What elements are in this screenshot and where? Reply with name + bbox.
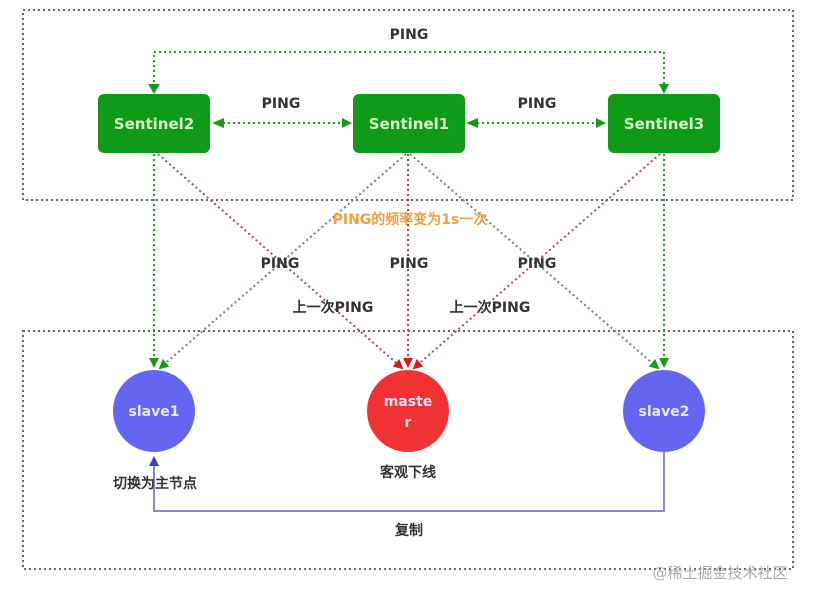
slave2-node: slave2 bbox=[623, 370, 705, 452]
ping-left-label: PING bbox=[261, 256, 300, 272]
ping-s1-s3-label: PING bbox=[518, 96, 557, 112]
ping-line-s2-master bbox=[157, 153, 404, 370]
sentinel3-node: Sentinel3 bbox=[608, 94, 720, 153]
ping-arrow-s2-left bbox=[212, 118, 224, 128]
last-ping-left-label: 上一次PING bbox=[293, 299, 374, 316]
ping-arrow-s1-right bbox=[466, 118, 478, 128]
master-label-line1: maste bbox=[384, 394, 433, 410]
slave1-node: slave1 bbox=[113, 370, 195, 452]
ping-center-label: PING bbox=[390, 256, 429, 272]
ping-s2-s1-label: PING bbox=[262, 96, 301, 112]
master-label-line2: r bbox=[405, 415, 412, 431]
ping-right-label: PING bbox=[518, 256, 557, 272]
sentinel2-label: Sentinel2 bbox=[114, 115, 194, 133]
sentinel1-node: Sentinel1 bbox=[353, 94, 465, 153]
ping-line-s2-s3 bbox=[153, 51, 669, 94]
switch-master-label: 切换为主节点 bbox=[113, 475, 197, 492]
master-node: maste r bbox=[367, 370, 449, 452]
sentinel1-label: Sentinel1 bbox=[369, 115, 449, 133]
ping-arrow-s2 bbox=[148, 84, 160, 94]
last-ping-right-label: 上一次PING bbox=[450, 299, 531, 316]
sentinel2-node: Sentinel2 bbox=[98, 94, 210, 153]
sentinel3-label: Sentinel3 bbox=[624, 115, 704, 133]
replicate-label: 复制 bbox=[394, 522, 423, 539]
ping-line-s1-slave1 bbox=[158, 153, 407, 370]
slave2-label: slave2 bbox=[639, 404, 690, 420]
slave1-label: slave1 bbox=[129, 404, 180, 420]
watermark: @稀土掘金技术社区 bbox=[652, 564, 787, 582]
top-ping-label: PING bbox=[390, 27, 429, 43]
objective-down-label: 客观下线 bbox=[379, 464, 436, 481]
replication-line bbox=[149, 452, 665, 512]
ping-line-s3-master bbox=[412, 153, 661, 370]
frequency-note: PING的频率变为1s一次 bbox=[333, 211, 488, 228]
